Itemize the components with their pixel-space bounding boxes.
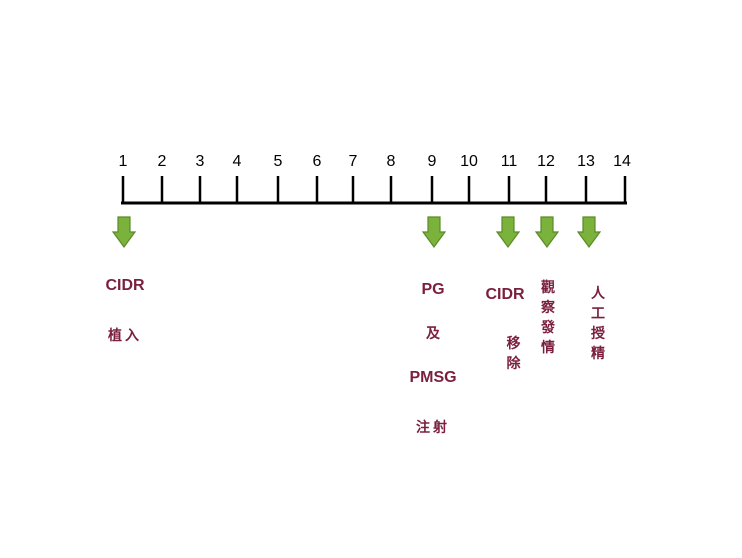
tick-marks [121, 176, 627, 203]
event-label-pg-pmsg: PG 及 PMSG 注射 [398, 257, 468, 461]
tick-label-2: 2 [157, 153, 167, 170]
tick-label-6: 6 [312, 153, 322, 170]
event-label-cidr-remove: CIDR 移除 [480, 262, 530, 375]
event-label-artificial-insemination: 人工授精 [589, 262, 607, 365]
tick-label-9: 9 [427, 153, 437, 170]
event-label-cidr-insert: CIDR 植入 [100, 253, 150, 369]
event-label-line: PG [421, 281, 445, 298]
down-arrow-icon [577, 216, 601, 248]
down-arrow-icon [422, 216, 446, 248]
event-label-line: PMSG [409, 369, 457, 386]
event-label-line: CIDR [105, 277, 145, 294]
tick-label-3: 3 [195, 153, 205, 170]
tick-label-7: 7 [348, 153, 358, 170]
event-label-line: 人工授精 [591, 286, 605, 362]
tick-label-12: 12 [537, 153, 555, 170]
event-label-observe-estrus: 觀察發情 [539, 256, 557, 359]
event-label-line: 植入 [108, 328, 142, 344]
event-label-line: 觀察發情 [541, 280, 555, 356]
down-arrow-icon [496, 216, 520, 248]
tick-label-1: 1 [118, 153, 128, 170]
tick-label-13: 13 [577, 153, 595, 170]
tick-label-5: 5 [273, 153, 283, 170]
event-label-line: 移除 [506, 336, 521, 372]
tick-label-4: 4 [232, 153, 242, 170]
down-arrow-icon [112, 216, 136, 248]
event-label-line: CIDR [485, 286, 525, 303]
tick-label-10: 10 [460, 153, 478, 170]
down-arrow-icon [535, 216, 559, 248]
tick-label-8: 8 [386, 153, 396, 170]
tick-label-14: 14 [613, 153, 631, 170]
tick-label-11: 11 [500, 153, 518, 170]
event-label-line: 注射 [416, 420, 450, 436]
event-label-line: 及 [426, 326, 440, 342]
